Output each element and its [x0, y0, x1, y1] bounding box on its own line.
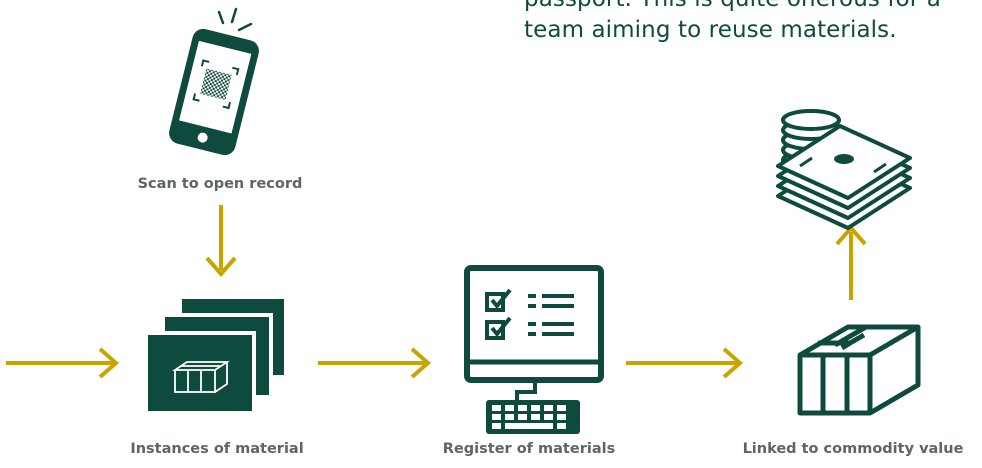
arrow-register-to-commodity: [626, 347, 744, 379]
concrete-block-icon: [797, 324, 921, 416]
smartphone-qr-icon: [169, 7, 259, 156]
computer-checklist-icon: [464, 265, 604, 434]
intro-text: passport. This is quite onerous for a te…: [524, 0, 974, 46]
arrow-into-instances: [6, 347, 120, 379]
label-register: Register of materials: [442, 441, 616, 457]
arrow-commodity-to-money: [835, 224, 867, 300]
stacked-material-cards-icon: [144, 295, 288, 415]
intro-line-2: team aiming to reuse materials.: [524, 17, 897, 43]
label-commodity: Linked to commodity value: [742, 441, 964, 457]
label-scan: Scan to open record: [137, 176, 303, 192]
intro-line-1: passport. This is quite onerous for a: [524, 0, 974, 15]
label-instances: Instances of material: [130, 441, 304, 457]
arrow-scan-to-instances: [205, 205, 237, 278]
arrow-instances-to-register: [318, 347, 432, 379]
coins-and-banknotes-icon: [776, 109, 912, 230]
